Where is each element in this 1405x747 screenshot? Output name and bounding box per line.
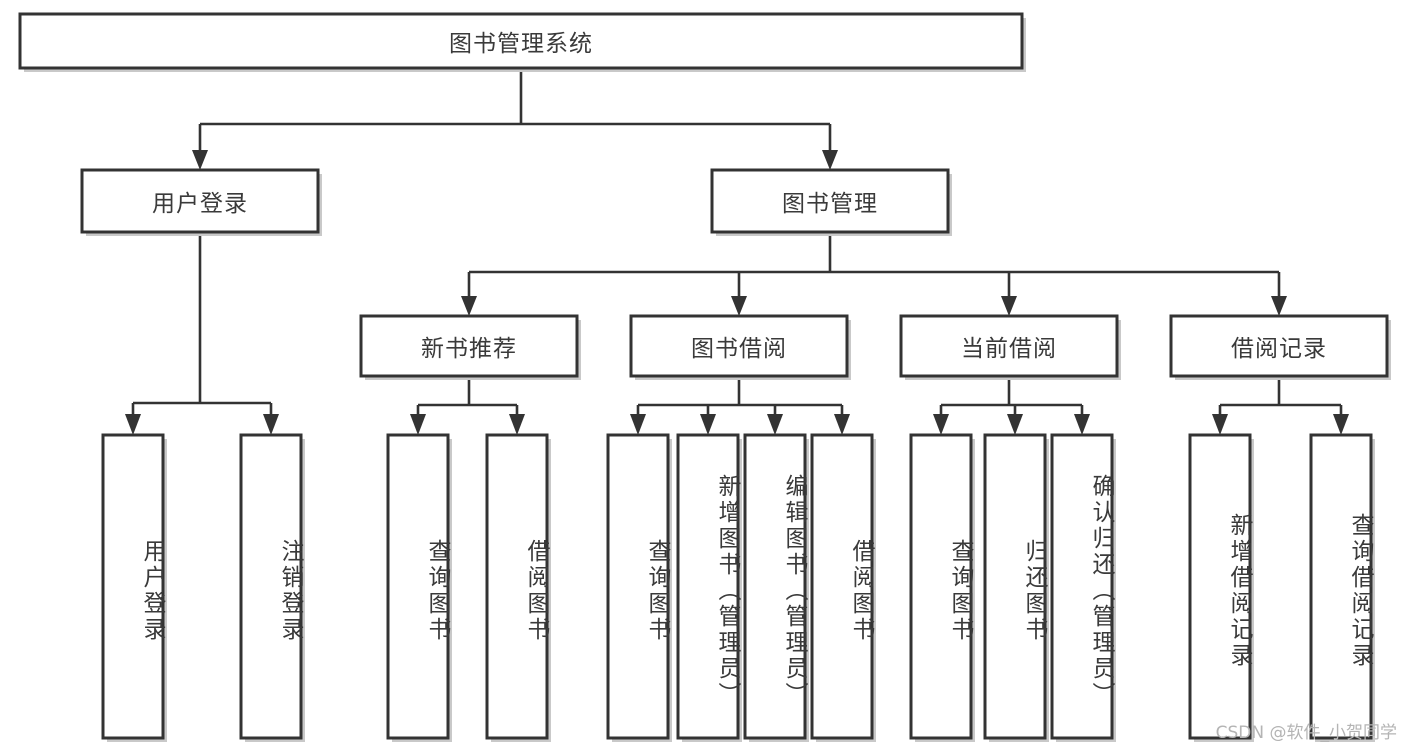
node-leaf-edit-book[interactable] — [743, 433, 807, 740]
arrow-bookborrow-leaf-4 — [834, 414, 850, 435]
connector-layer — [125, 68, 1349, 435]
arrow-bookborrow-leaf-1 — [630, 414, 646, 435]
node-leaf-confirm-return[interactable] — [1050, 433, 1114, 740]
leaf-node-layer — [101, 433, 1375, 742]
arrow-bookborrow-leaf-3 — [767, 414, 783, 435]
arrow-newbook-leaf-2 — [509, 414, 525, 435]
arrow-root-to-user-login — [192, 150, 208, 170]
arrow-bookmanage-to-borrow-record — [1271, 296, 1287, 316]
node-layer — [18, 12, 1391, 380]
node-leaf-query-book-3[interactable] — [909, 433, 973, 740]
node-leaf-user-login[interactable] — [101, 433, 165, 740]
arrow-newbook-leaf-1 — [410, 414, 426, 435]
node-book-borrow[interactable] — [629, 314, 849, 378]
arrow-currentborrow-leaf-1 — [933, 414, 949, 435]
node-user-login[interactable] — [80, 168, 320, 234]
arrow-root-to-book-manage — [822, 150, 838, 170]
node-root[interactable] — [18, 12, 1024, 70]
node-leaf-query-book-1[interactable] — [386, 433, 450, 740]
arrow-bookmanage-to-current-borrow — [1001, 296, 1017, 316]
node-leaf-add-record[interactable] — [1188, 433, 1252, 740]
arrow-userlogin-leaf-1 — [125, 414, 141, 435]
node-new-book-rec[interactable] — [359, 314, 579, 378]
node-book-manage[interactable] — [710, 168, 950, 234]
node-leaf-borrow-book-2[interactable] — [810, 433, 874, 740]
node-leaf-borrow-book-1[interactable] — [485, 433, 549, 740]
arrow-bookborrow-leaf-2 — [700, 414, 716, 435]
node-leaf-add-book[interactable] — [676, 433, 740, 740]
arrow-userlogin-leaf-2 — [263, 414, 279, 435]
node-borrow-record[interactable] — [1169, 314, 1389, 378]
arrow-borrowrecord-leaf-1 — [1212, 414, 1228, 435]
node-current-borrow[interactable] — [899, 314, 1119, 378]
node-leaf-logout[interactable] — [239, 433, 303, 740]
node-leaf-return-book[interactable] — [983, 433, 1047, 740]
arrow-currentborrow-leaf-3 — [1074, 414, 1090, 435]
arrow-bookmanage-to-book-borrow — [731, 296, 747, 316]
arrow-currentborrow-leaf-2 — [1007, 414, 1023, 435]
node-leaf-query-record[interactable] — [1309, 433, 1373, 740]
node-leaf-query-book-2[interactable] — [606, 433, 670, 740]
arrow-bookmanage-to-new-book-rec — [461, 296, 477, 316]
arrow-borrowrecord-leaf-2 — [1333, 414, 1349, 435]
